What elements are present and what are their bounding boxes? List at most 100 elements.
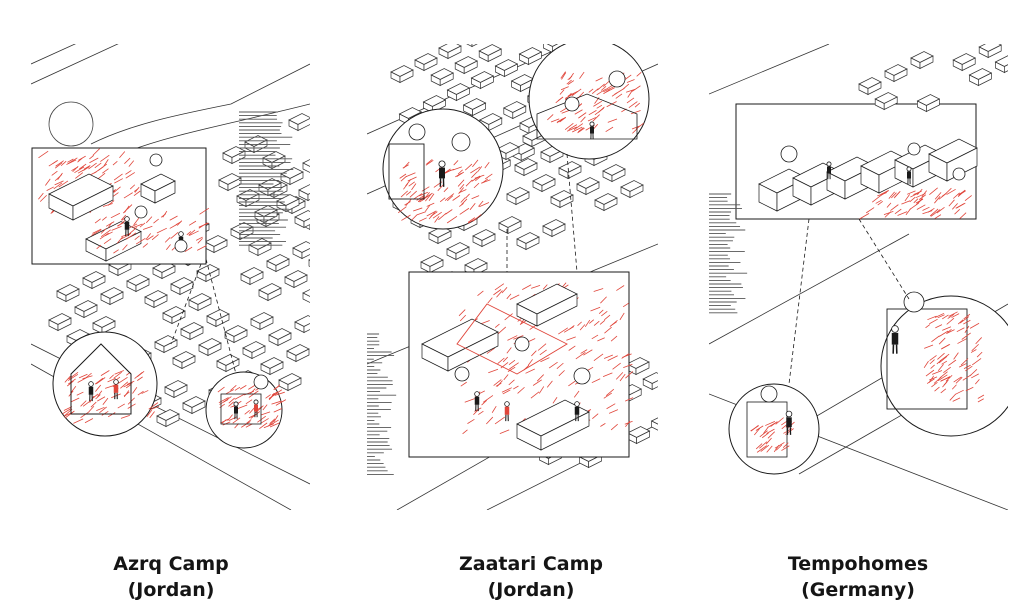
- person-figure: [88, 381, 94, 402]
- shelter-wall: [269, 361, 284, 376]
- shelter-wall: [205, 268, 220, 283]
- speech-bubble: [903, 291, 925, 313]
- shelter-wall: [154, 180, 176, 204]
- speech-bubble: [760, 385, 778, 403]
- shelter-wall: [215, 313, 230, 328]
- shelter-wall: [249, 271, 264, 286]
- shelter-wall: [567, 165, 582, 180]
- shelter-wall: [173, 384, 188, 399]
- shelter-wall: [233, 329, 248, 344]
- shelter-wall: [523, 162, 538, 177]
- shelter-wall: [297, 118, 310, 132]
- shelter-wall: [481, 233, 496, 248]
- shelter-wall: [585, 181, 600, 196]
- shelter-wall: [455, 246, 470, 261]
- speech-bubble: [608, 70, 626, 88]
- shelter-wall: [512, 105, 527, 120]
- dashed-leader: [170, 258, 237, 375]
- shelter-wall: [245, 193, 260, 208]
- shelter-wall: [109, 291, 124, 306]
- text-block: [239, 111, 294, 246]
- shelter-wall: [135, 278, 150, 293]
- shelter-wall: [171, 310, 186, 325]
- caption-tempohomes-title: Tempohomes: [787, 553, 929, 575]
- shelter-wall: [466, 44, 473, 48]
- caption-tempohomes-country: (Germany): [801, 579, 915, 601]
- caption-azraq: Azrq Camp (Jordan): [71, 551, 271, 603]
- shelter-wall: [919, 55, 934, 70]
- shelter-wall: [287, 377, 302, 392]
- shelter-wall: [505, 146, 520, 161]
- shelter-wall: [651, 380, 658, 391]
- detail-circle: [880, 295, 1008, 437]
- speech-bubble: [408, 123, 426, 141]
- shelter-interior: [220, 393, 262, 425]
- zaatari-camp-drawing: [367, 44, 658, 510]
- shelter-wall: [488, 117, 503, 132]
- speech-bubble: [573, 367, 591, 385]
- shelter-wall: [611, 168, 626, 183]
- person-figure: [438, 160, 446, 187]
- shelter-wall: [549, 149, 564, 164]
- text-block: [709, 193, 748, 314]
- shelter-wall: [308, 259, 310, 267]
- roundabout: [48, 101, 94, 147]
- speech-bubble: [174, 239, 188, 253]
- shelter-wall: [289, 171, 304, 186]
- speech-bubble: [780, 145, 798, 163]
- speech-bubble: [514, 336, 530, 352]
- speech-bubble: [149, 153, 163, 167]
- shelter-wall: [253, 139, 268, 154]
- shelter-wall: [423, 57, 438, 72]
- shelter-wall: [651, 420, 658, 431]
- shelter-wall: [231, 150, 246, 165]
- person-figure: [785, 410, 793, 435]
- shelter-wall: [926, 98, 940, 113]
- shelter-wall: [635, 361, 650, 376]
- red-hatching: [859, 187, 972, 220]
- shelter-wall: [541, 178, 556, 193]
- shelter-wall: [429, 259, 444, 274]
- shelter-wall: [447, 45, 462, 60]
- person-figure: [124, 216, 130, 237]
- person-figure: [233, 401, 239, 420]
- speech-bubble: [454, 366, 470, 382]
- shelter-grid: [218, 113, 310, 267]
- caption-zaatari-country: (Jordan): [487, 579, 575, 601]
- shelter-wall: [471, 44, 478, 48]
- shelter-wall: [225, 358, 240, 373]
- red-plan-outline: [456, 303, 568, 375]
- tempohomes-drawing: [709, 44, 1008, 510]
- tent-outline: [70, 343, 132, 415]
- shelter-wall: [161, 265, 176, 280]
- shelter-wall: [559, 194, 574, 209]
- shelter-wall: [456, 87, 470, 102]
- shelter-wall: [551, 223, 566, 238]
- shelter-wall: [437, 230, 452, 245]
- shelter-wall: [189, 326, 204, 341]
- shelter-wall: [181, 355, 196, 370]
- zaatari-camp-illustration: [367, 44, 658, 510]
- tempohomes-illustration: [709, 44, 1008, 510]
- shelter-wall: [291, 200, 306, 215]
- shelter-wall: [603, 197, 618, 212]
- road-lines: [31, 44, 310, 510]
- shelter-wall: [117, 262, 132, 277]
- shelter-wall: [472, 102, 486, 117]
- caption-azraq-title: Azrq Camp: [113, 553, 229, 575]
- person-figure: [891, 325, 899, 354]
- shelter-wall: [72, 185, 114, 221]
- shelter-wall: [961, 57, 976, 72]
- red-hatching: [750, 417, 795, 453]
- shelter-wall: [163, 339, 178, 354]
- shelter-wall: [515, 191, 530, 206]
- shelter-wall: [303, 323, 310, 334]
- person-figure: [906, 166, 912, 185]
- detail-circle: [528, 44, 650, 160]
- courtyard-wall: [536, 93, 638, 140]
- shelter-wall: [303, 218, 310, 229]
- shelter-wall: [65, 288, 80, 303]
- shelter-wall: [480, 75, 494, 90]
- person-figure: [113, 379, 119, 400]
- shelter-grid: [858, 44, 1008, 113]
